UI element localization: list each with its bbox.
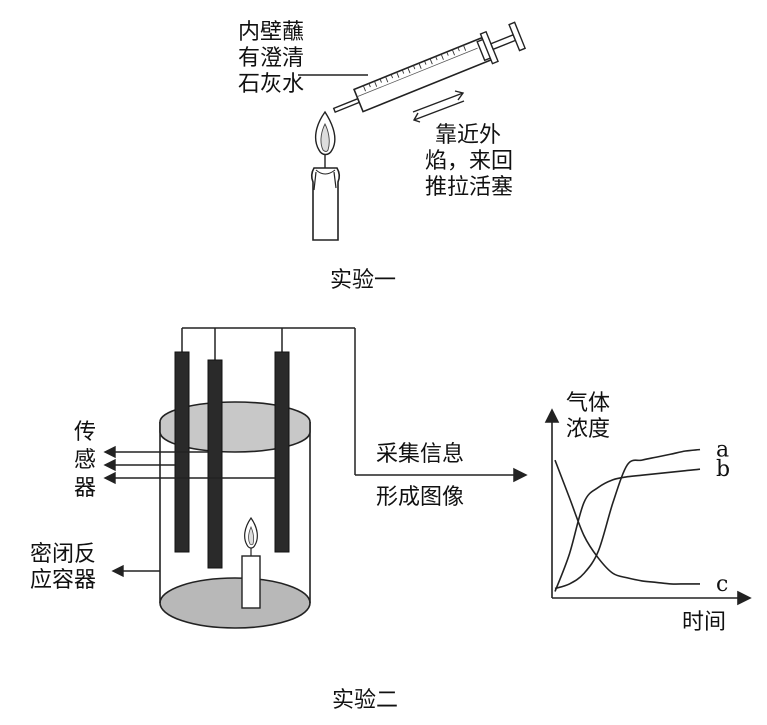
chart-plot-area: ab c [554, 438, 730, 597]
push-pull-arrows-icon [412, 90, 465, 123]
chart-y-label: 气体 浓度 [566, 393, 610, 441]
series-line-b [554, 468, 701, 592]
syringe-label-line: 有澄清 [238, 46, 305, 71]
syringe-label-line: 石灰水 [238, 72, 305, 97]
sensor-label-char: 感 [74, 448, 97, 473]
container-label-line: 密闭反 [30, 542, 97, 567]
sensor-label-char: 器 [74, 476, 97, 501]
arrow-label-bottom: 形成图像 [376, 485, 465, 510]
container-pointer-arrow [111, 564, 160, 578]
container-label-line: 应容器 [30, 568, 97, 593]
series-label-b: b [716, 457, 730, 482]
series-label-c: c [716, 572, 728, 597]
container-label: 密闭反 应容器 [30, 544, 96, 592]
candle-exp2 [241, 546, 261, 609]
sensor-label-char: 传 [74, 420, 97, 445]
probe-right [274, 351, 290, 553]
syringe-label-line: 内壁蘸 [238, 20, 305, 45]
motion-label-line: 靠近外 [435, 123, 502, 148]
motion-label-line: 推拉活塞 [425, 175, 514, 200]
syringe-icon [332, 21, 527, 114]
candle-exp1 [310, 150, 341, 241]
probe-middle [207, 359, 223, 569]
y-label-line: 气体 [566, 391, 611, 416]
motion-label-line: 焰，来回 [425, 149, 514, 174]
sensor-pointer-arrows [103, 445, 275, 485]
arrow-label-top: 采集信息 [376, 442, 465, 467]
series-line-a [554, 448, 701, 590]
chart-axes [544, 408, 752, 606]
sealed-container [159, 401, 311, 629]
series-label-a: a [716, 438, 729, 463]
y-label-line: 浓度 [566, 417, 611, 442]
caption-experiment1: 实验一 [330, 268, 397, 293]
syringe-label: 内壁蘸 有澄清 石灰水 [238, 22, 304, 96]
sensor-label: 传 感 器 [74, 422, 96, 500]
series-line-c [554, 459, 700, 585]
caption-experiment2: 实验二 [332, 688, 399, 713]
motion-label: 靠近外 焰，来回 推拉活塞 [425, 125, 513, 199]
chart-x-label: 时间 [682, 610, 727, 635]
flame-exp1-icon [314, 110, 336, 156]
sensor-wires [181, 327, 528, 483]
flame-exp2-icon [244, 516, 258, 549]
